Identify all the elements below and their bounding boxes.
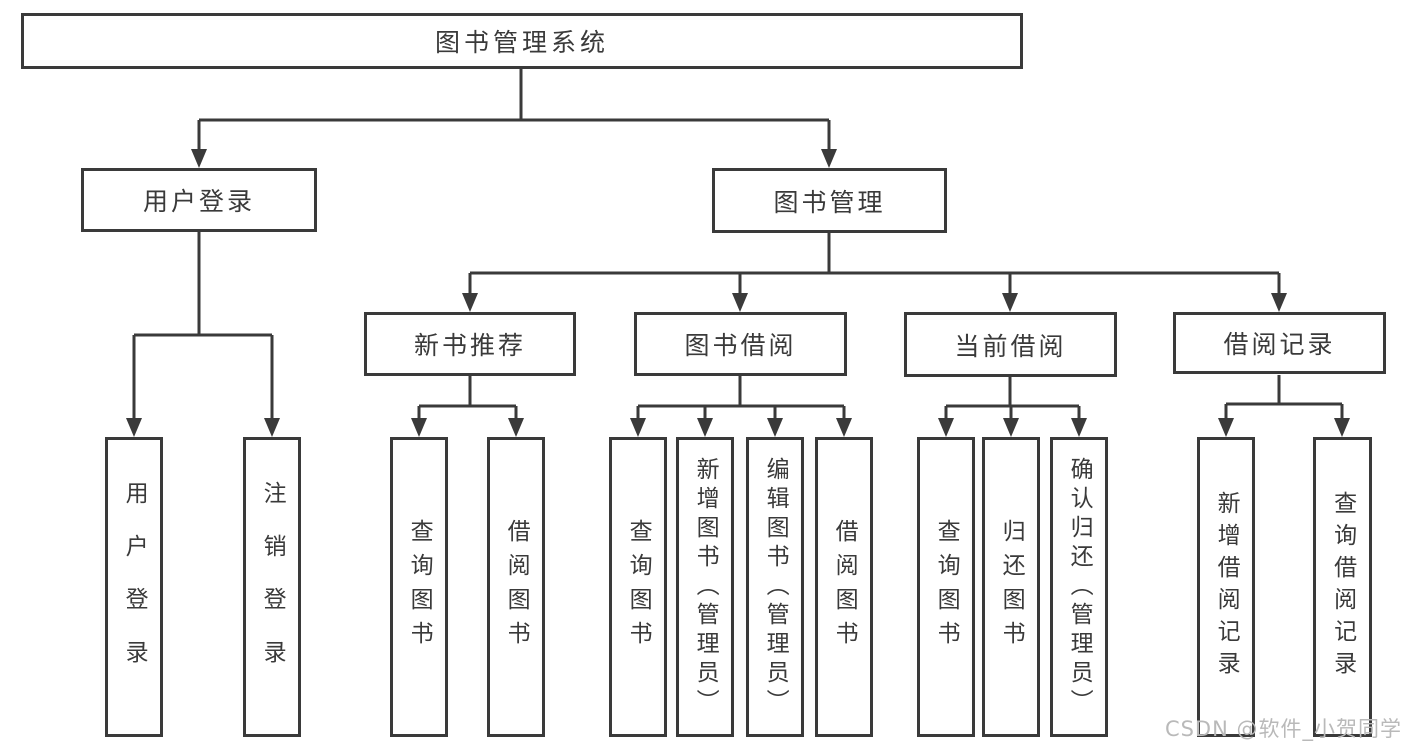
arrowhead-icon xyxy=(697,418,713,437)
node-borrowing-records: 借阅记录 xyxy=(1173,312,1386,374)
arrowhead-icon xyxy=(1002,293,1018,312)
node-current-borrowing: 当前借阅 xyxy=(904,312,1117,377)
leaf-return-book: 归还图书 xyxy=(982,437,1040,737)
watermark: CSDN @软件_小贺同学 xyxy=(1164,717,1402,741)
arrowhead-icon xyxy=(1334,418,1350,437)
arrowhead-icon xyxy=(630,418,646,437)
node-library-system-root: 图书管理系统 xyxy=(21,13,1023,69)
arrowhead-icon xyxy=(411,418,427,437)
node-label: 图书管理 xyxy=(773,187,886,217)
arrowhead-icon xyxy=(821,149,837,168)
node-user-login: 用户登录 xyxy=(81,168,317,232)
edge-new-book-to-leaves xyxy=(417,375,518,421)
arrowhead-icon xyxy=(1271,293,1287,312)
node-label: 编辑图书（管理员） xyxy=(762,456,789,718)
node-label: 借阅图书 xyxy=(503,519,530,655)
leaf-user-login: 用户登录 xyxy=(105,437,163,737)
node-label: 新增图书（管理员） xyxy=(692,456,719,718)
arrowhead-icon xyxy=(1071,418,1087,437)
arrowhead-icon xyxy=(126,418,142,437)
node-label: 图书借阅 xyxy=(684,331,797,360)
edge-root-to-level2 xyxy=(197,69,831,152)
arrowhead-icon xyxy=(732,293,748,312)
edge-current-borrow-to-leaves xyxy=(944,377,1081,421)
leaf-confirm-return-admin: 确认归还（管理员） xyxy=(1050,437,1108,737)
leaf-logout: 注销登录 xyxy=(243,437,301,737)
leaf-newbook-query-books: 查询图书 xyxy=(390,437,448,737)
node-book-borrowing: 图书借阅 xyxy=(634,312,847,376)
arrowhead-icon xyxy=(1218,418,1234,437)
arrowhead-icon xyxy=(938,418,954,437)
node-label: 查询图书 xyxy=(625,519,652,655)
leaf-query-borrow-record: 查询借阅记录 xyxy=(1313,437,1372,737)
node-label: 归还图书 xyxy=(998,519,1025,655)
node-label: 查询图书 xyxy=(406,519,433,655)
node-label: 注销登录 xyxy=(259,481,286,693)
arrowhead-icon xyxy=(836,418,852,437)
arrowhead-icon xyxy=(462,293,478,312)
leaf-borrow-borrow-books: 借阅图书 xyxy=(815,437,873,737)
arrowhead-icon xyxy=(508,418,524,437)
node-label: 新增借阅记录 xyxy=(1213,491,1240,683)
leaf-borrow-query-books: 查询图书 xyxy=(609,437,667,737)
node-label: 确认归还（管理员） xyxy=(1066,456,1093,718)
arrowhead-icon xyxy=(767,418,783,437)
node-book-management: 图书管理 xyxy=(712,168,947,233)
arrowhead-icon xyxy=(264,418,280,437)
leaf-edit-book-admin: 编辑图书（管理员） xyxy=(746,437,804,737)
node-label: 借阅记录 xyxy=(1223,330,1336,359)
arrowheads xyxy=(126,149,1350,437)
edge-borrow-records-to-leaves xyxy=(1224,375,1344,421)
node-label: 新书推荐 xyxy=(413,331,526,360)
node-label: 查询图书 xyxy=(933,519,960,655)
node-label: 图书管理系统 xyxy=(434,28,609,57)
edge-book-borrow-to-leaves xyxy=(636,375,846,421)
edge-book-management-to-level3 xyxy=(468,233,1281,296)
leaf-add-book-admin: 新增图书（管理员） xyxy=(676,437,734,737)
connector-edges xyxy=(132,69,1344,421)
node-label: 借阅图书 xyxy=(831,519,858,655)
node-label: 查询借阅记录 xyxy=(1329,491,1356,683)
leaf-add-borrow-record: 新增借阅记录 xyxy=(1197,437,1255,737)
node-new-book-recommendation: 新书推荐 xyxy=(364,312,576,376)
node-label: 用户登录 xyxy=(121,481,148,693)
edge-user-login-to-leaves xyxy=(132,232,274,421)
leaf-current-query-books: 查询图书 xyxy=(917,437,975,737)
node-label: 当前借阅 xyxy=(954,331,1067,361)
leaf-newbook-borrow-books: 借阅图书 xyxy=(487,437,545,737)
arrowhead-icon xyxy=(1003,418,1019,437)
node-label: 用户登录 xyxy=(142,187,255,216)
arrowhead-icon xyxy=(191,149,207,168)
